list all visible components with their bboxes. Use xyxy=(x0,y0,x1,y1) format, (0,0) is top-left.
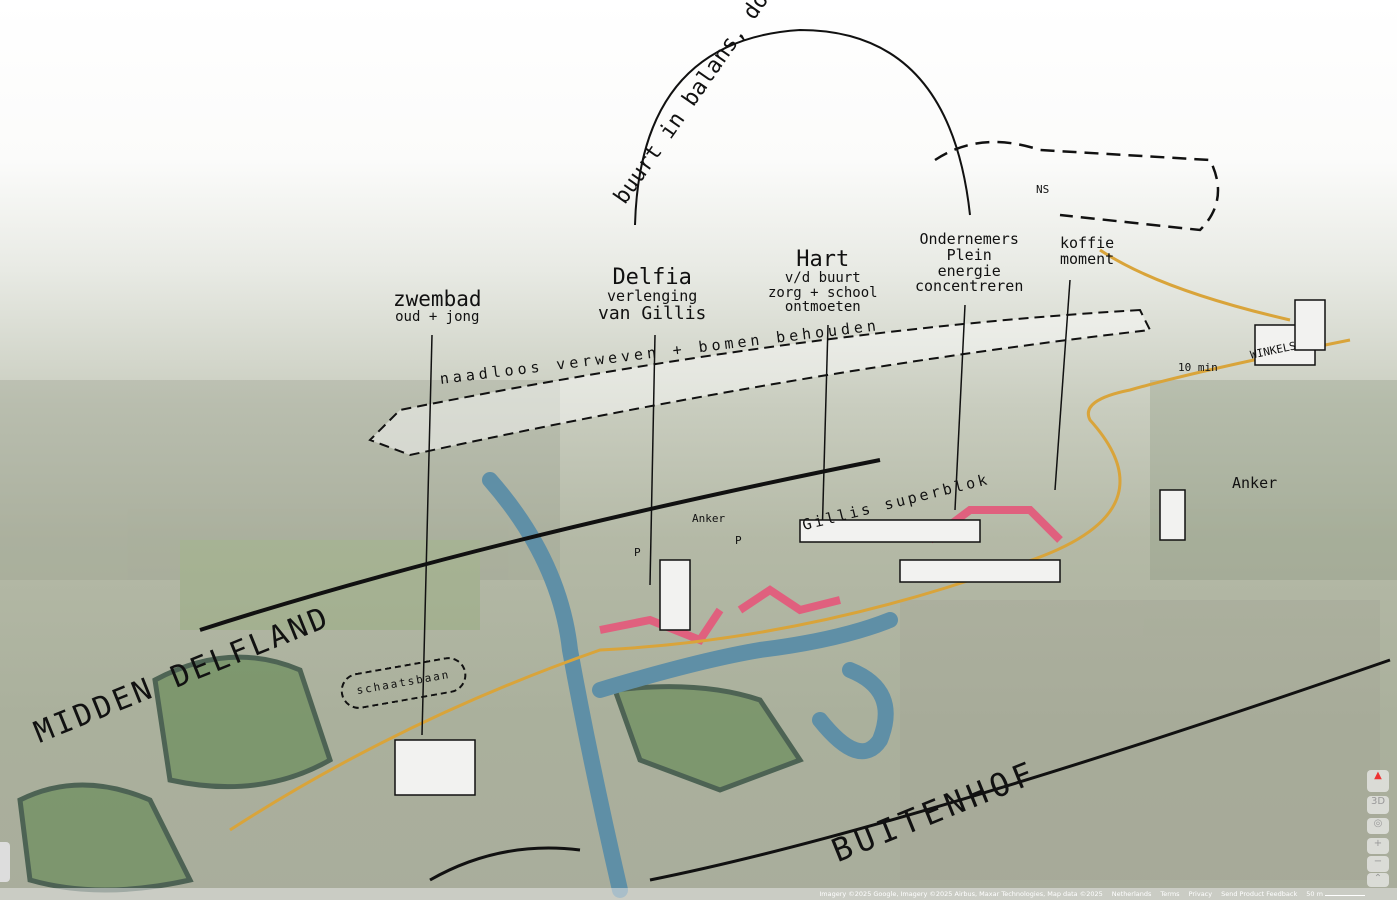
terms-link[interactable]: Terms xyxy=(1160,890,1180,898)
ns-label: NS xyxy=(1036,183,1050,196)
expand-layers-button[interactable]: ⌃ xyxy=(1367,873,1389,887)
map-footer: Imagery ©2025 Google, Imagery ©2025 Airb… xyxy=(0,888,1397,900)
ns-cloud xyxy=(934,140,1220,232)
tilt-button[interactable]: 3D xyxy=(1367,796,1389,814)
leader-lines xyxy=(421,279,1071,736)
side-panel-handle[interactable] xyxy=(0,842,10,882)
anker-right-label: Anker xyxy=(1232,474,1278,492)
urban-texture xyxy=(0,380,1397,880)
scale-label: 50 m xyxy=(1306,890,1323,898)
buildings xyxy=(394,299,1326,796)
location-icon: ◎ xyxy=(1373,818,1383,829)
country-link[interactable]: Netherlands xyxy=(1111,890,1152,898)
privacy-link[interactable]: Privacy xyxy=(1188,890,1213,898)
parking-label: P xyxy=(634,546,641,559)
waterways xyxy=(482,472,898,898)
roads xyxy=(199,458,1391,882)
parking-label: P xyxy=(735,534,742,547)
anker-left-label: Anker xyxy=(692,512,726,525)
scale-bar[interactable]: 50 m xyxy=(1306,890,1365,898)
attribution-text: Imagery ©2025 Google, Imagery ©2025 Airb… xyxy=(819,890,1103,898)
chevron-up-icon: ⌃ xyxy=(1373,873,1383,884)
zoom-in-button[interactable]: + xyxy=(1367,838,1389,854)
compass-icon: ▲ xyxy=(1374,770,1382,781)
naadloos-arrow xyxy=(368,308,1152,457)
my-location-button[interactable]: ◎ xyxy=(1367,818,1389,834)
feedback-link[interactable]: Send Product Feedback xyxy=(1221,890,1298,898)
zoom-out-button[interactable]: − xyxy=(1367,856,1389,872)
compass-button[interactable]: ▲ xyxy=(1367,770,1389,792)
arc-arrow xyxy=(634,28,971,226)
ten-min-label: 10 min xyxy=(1178,361,1218,374)
green-areas xyxy=(17,654,804,893)
